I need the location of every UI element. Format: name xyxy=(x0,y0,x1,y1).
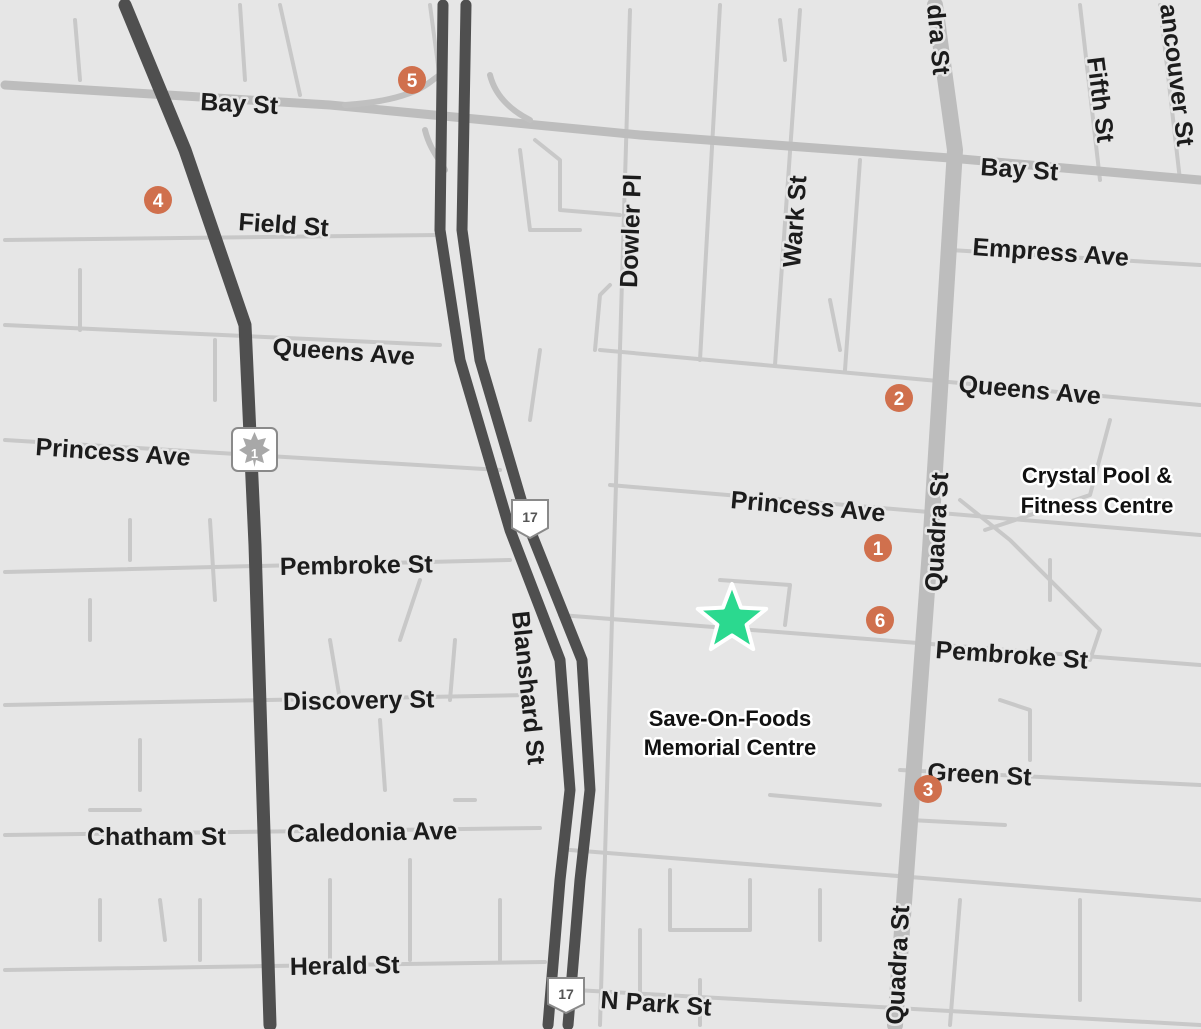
path-crystal-pool xyxy=(983,418,1112,532)
poi-save-on-foods-line1[interactable]: Save-On-Foods xyxy=(646,704,814,734)
poi-crystal-pool-line2[interactable]: Fitness Centre xyxy=(1018,491,1176,521)
street-wark-stub xyxy=(828,298,842,352)
street-wark-st-line xyxy=(773,8,802,367)
shield-17-bottom-icon xyxy=(547,977,585,1015)
marker-6-circle[interactable] xyxy=(866,606,894,634)
label-bay-st-left: Bay St xyxy=(200,88,280,120)
shield-17-mid-number: 17 xyxy=(522,509,538,525)
marker-2-circle[interactable] xyxy=(885,384,913,412)
street-connector-lines xyxy=(698,3,862,372)
street-quadra-st-line xyxy=(887,0,964,1029)
marker-1[interactable]: 1 xyxy=(864,534,892,562)
marker-5-circle[interactable] xyxy=(398,66,426,94)
street-dowler-pl-line xyxy=(598,8,632,1027)
label-caledonia-ave: Caledonia Ave xyxy=(287,817,458,848)
minor-streets xyxy=(3,3,1201,1027)
highway-17-northbound-line xyxy=(456,0,596,1029)
street-north-stubs xyxy=(73,3,442,97)
highway-17-shield-bottom: 17 xyxy=(547,977,585,1015)
marker-1-number: 1 xyxy=(873,539,884,560)
label-pembroke-st-left: Pembroke St xyxy=(280,550,434,581)
street-empress-ave-line xyxy=(948,248,1201,267)
street-blanshard-stubs xyxy=(498,348,542,962)
marker-4-number: 4 xyxy=(153,191,164,212)
street-herald-st-line xyxy=(3,960,1201,1027)
street-discovery-st-line xyxy=(3,693,532,707)
label-chatham-st: Chatham St xyxy=(87,823,227,851)
highway-1-line xyxy=(118,0,277,1029)
marker-3[interactable]: 3 xyxy=(914,775,942,803)
marker-6-number: 6 xyxy=(875,611,886,632)
marker-1-circle[interactable] xyxy=(864,534,892,562)
street-south-stubs xyxy=(638,868,1082,1027)
street-green-st-line xyxy=(898,768,1201,787)
street-west-verticals xyxy=(78,268,412,962)
marker-2[interactable]: 2 xyxy=(885,384,913,412)
street-caledonia-ave-line xyxy=(3,826,542,837)
poi-crystal-pool-line1[interactable]: Crystal Pool & xyxy=(1019,461,1174,491)
marker-4[interactable]: 4 xyxy=(144,186,172,214)
label-wark-st: Wark St xyxy=(778,174,812,269)
marker-6[interactable]: 6 xyxy=(866,606,894,634)
marker-3-number: 3 xyxy=(923,780,934,801)
label-dowler-pl: Dowler Pl xyxy=(615,173,647,288)
marker-5-number: 5 xyxy=(407,71,418,92)
marker-4-circle[interactable] xyxy=(144,186,172,214)
shield-17-bottom-number: 17 xyxy=(558,986,574,1002)
location-star-icon[interactable] xyxy=(695,582,769,652)
street-service-roads xyxy=(518,138,622,232)
street-caledonia-east-line xyxy=(568,848,1201,902)
shield-17-mid-icon xyxy=(511,499,549,540)
highway-17-shield-mid: 17 xyxy=(511,499,549,540)
street-east-stubs xyxy=(998,558,1052,762)
street-mid-stubs xyxy=(328,578,477,802)
street-fifth-st-line xyxy=(1078,3,1102,182)
highway-1-shield: 1 xyxy=(231,427,278,472)
marker-5[interactable]: 5 xyxy=(398,66,426,94)
marker-3-circle[interactable] xyxy=(914,775,942,803)
label-herald-st: Herald St xyxy=(290,951,401,981)
maple-leaf-icon xyxy=(239,432,270,467)
street-arena-loop xyxy=(718,578,792,627)
poi-save-on-foods-line2[interactable]: Memorial Centre xyxy=(641,733,818,763)
marker-2-number: 2 xyxy=(894,389,905,410)
label-green-st: Green St xyxy=(927,758,1033,791)
street-field-st-line xyxy=(3,233,442,242)
highway-17-southbound-line xyxy=(434,0,576,1029)
street-bay-st-line xyxy=(0,80,1201,185)
path-crystal-pool-south xyxy=(958,498,1102,662)
street-green-st-stubs xyxy=(768,793,1007,827)
street-vancouver-st-line xyxy=(1158,3,1182,182)
street-dowler-loop xyxy=(593,283,612,352)
label-discovery-st: Discovery St xyxy=(283,685,436,716)
street-west-stubs xyxy=(88,518,202,962)
label-bay-st-right: Bay St xyxy=(980,153,1060,186)
shield-1-number: 1 xyxy=(251,446,258,461)
